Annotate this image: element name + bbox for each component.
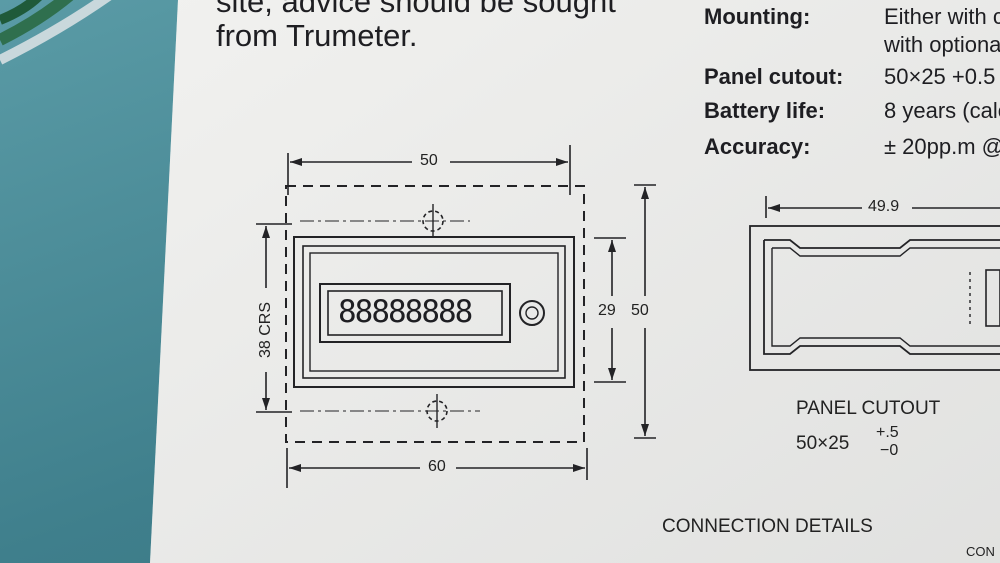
panel-cutout-tol-minus: −0 — [880, 442, 899, 459]
dim-crs: 38 CRS — [257, 301, 274, 359]
panel-cutout-size: 50×25 — [796, 433, 850, 454]
spec-value-panel-cutout: 50×25 +0.5 — [884, 64, 996, 89]
dim-height-inner: 29 — [598, 302, 616, 319]
panel-cutout-drawing — [749, 196, 1000, 371]
dim-cutout-width: 49.9 — [868, 198, 900, 215]
spec-label-panel-cutout: Panel cutout: — [704, 64, 844, 89]
dim-width-top: 50 — [420, 152, 438, 169]
spec-value-mounting: Either with c — [884, 4, 1000, 29]
spec-label-mounting: Mounting: — [704, 4, 811, 29]
dim-width-bottom: 60 — [428, 458, 446, 475]
dim-height-outer: 50 — [631, 302, 649, 319]
spec-value-battery-life: 8 years (calc — [884, 98, 1000, 123]
connection-details-heading: CONNECTION DETAILS — [662, 516, 873, 537]
spec-label-accuracy: Accuracy: — [704, 134, 811, 159]
spec-value-accuracy: ± 20pp.m @ — [884, 134, 1000, 159]
panel-cutout-caption: PANEL CUTOUT — [796, 398, 941, 419]
spec-value-mounting-2: with optiona — [884, 32, 1000, 57]
corner-heading: CON — [966, 544, 995, 559]
spec-label-battery-life: Battery life: — [704, 98, 826, 123]
front-view-drawing — [256, 145, 656, 488]
cable-wires — [0, 0, 112, 65]
counter-display-digits: 88888888 — [338, 294, 473, 330]
intro-line-2: from Trumeter. — [216, 18, 418, 53]
intro-line-1: site, advice should be sought — [216, 0, 616, 19]
panel-cutout-tol-plus: +.5 — [876, 424, 899, 441]
